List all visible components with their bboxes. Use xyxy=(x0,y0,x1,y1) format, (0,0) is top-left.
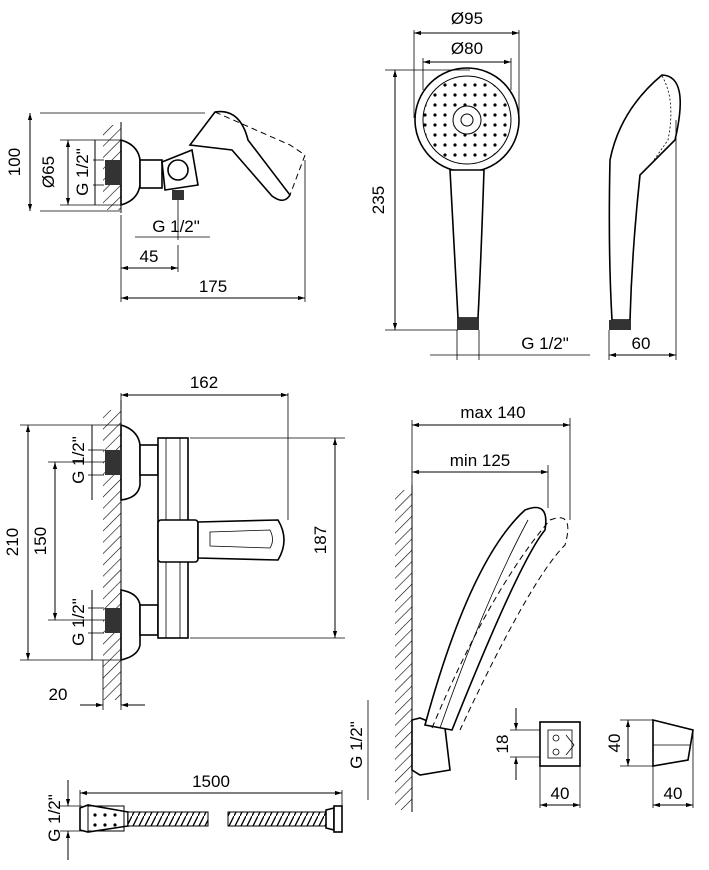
mixer-top-view: 100 Ø65 G 1/2" G 1/2" 45 175 xyxy=(5,110,306,302)
holder-assembly: max 140 min 125 G 1/2" xyxy=(347,403,571,812)
dim-shower-thread: G 1/2" xyxy=(521,334,569,353)
dim-hose-1500: 1500 xyxy=(192,772,230,791)
dim-height-187: 187 xyxy=(311,526,330,554)
dim-thickness-60: 60 xyxy=(632,334,651,353)
hose: 1500 G 1/2" xyxy=(45,772,343,860)
shower-handle xyxy=(449,169,485,319)
dim-outlet-thread: G 1/2" xyxy=(152,217,200,236)
dim-holder-thread: G 1/2" xyxy=(347,721,366,769)
mixer-front-view: 162 210 150 G 1/2" G 1/2" 187 20 xyxy=(3,373,345,710)
hose-coil-left xyxy=(127,811,209,827)
dim-holder-side-h40: 40 xyxy=(605,734,624,753)
dim-max-140: max 140 xyxy=(460,403,525,422)
dim-thread-top: G 1/2" xyxy=(69,436,88,484)
hose-coil-right xyxy=(227,811,327,827)
dim-holder-side-w40: 40 xyxy=(664,784,683,803)
holder-front xyxy=(539,721,581,767)
dim-thread-bottom: G 1/2" xyxy=(69,598,88,646)
dim-head-95: Ø95 xyxy=(451,9,483,28)
dim-depth-175: 175 xyxy=(199,277,227,296)
dim-height-100: 100 xyxy=(5,148,24,176)
mixer-body xyxy=(139,159,163,189)
dim-height-210: 210 xyxy=(3,528,22,556)
dim-holder-front-40: 40 xyxy=(551,784,570,803)
front-handle xyxy=(197,519,285,561)
dim-holder-18: 18 xyxy=(493,735,512,754)
lever-handle xyxy=(188,110,291,202)
dim-depth-45: 45 xyxy=(140,247,159,266)
wall-bracket xyxy=(411,717,451,776)
dim-head-80: Ø80 xyxy=(451,39,483,58)
holder-side-detail: 40 40 xyxy=(605,718,694,808)
shower-max-position xyxy=(431,517,569,731)
dim-min-125: min 125 xyxy=(450,451,510,470)
dim-hose-thread: G 1/2" xyxy=(45,794,64,842)
dim-width-162: 162 xyxy=(190,373,218,392)
holder-side xyxy=(652,718,694,767)
dim-diameter-65: Ø65 xyxy=(39,156,58,188)
dim-thread-g12: G 1/2" xyxy=(73,148,92,196)
dim-offset-20: 20 xyxy=(49,685,68,704)
dim-length-235: 235 xyxy=(369,186,388,214)
dim-distance-150: 150 xyxy=(31,527,50,555)
shower-in-holder xyxy=(423,506,547,731)
connector xyxy=(105,160,121,185)
hand-shower-front: Ø95 Ø80 235 G 1/2" xyxy=(369,9,590,360)
escutcheon xyxy=(120,138,141,207)
wall-hatch-holder xyxy=(395,490,412,810)
holder-front-detail: 18 40 xyxy=(493,708,581,808)
hand-shower-side: 60 xyxy=(608,74,681,360)
shower-thread xyxy=(457,318,479,330)
